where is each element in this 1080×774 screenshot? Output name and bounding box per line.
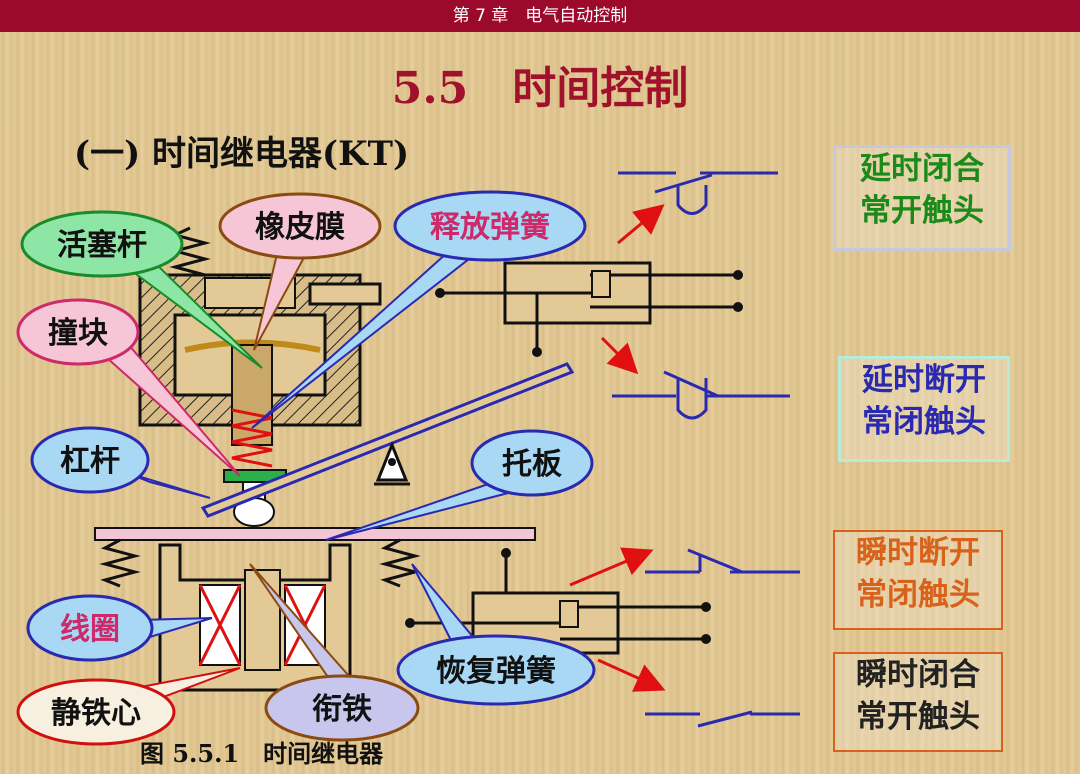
chapter-header: 第 7 章 电气自动控制 [0, 0, 1080, 32]
box-instant-close-no-line2: 常开触头 [856, 699, 980, 735]
lever-bar [200, 362, 575, 518]
bubble-return-spring [396, 634, 596, 706]
label-striker: 撞块 [48, 316, 108, 351]
box-delay-close-no: 延时闭合 常开触头 [833, 145, 1011, 251]
label-static-core: 静铁心 [51, 696, 141, 731]
bubble-piston-rod [20, 210, 184, 278]
release-spring-coil [231, 408, 273, 468]
symbol-delay-open-nc [612, 370, 790, 420]
box-instant-open-nc-line2: 常闭触头 [856, 577, 980, 613]
label-return-spring: 恢复弹簧 [436, 654, 556, 689]
box-delay-open-nc: 延时断开 常闭触头 [838, 356, 1010, 462]
bubble-static-core [16, 678, 176, 746]
page-title: 5.5 时间控制 [391, 63, 689, 114]
bubble-striker [16, 298, 140, 366]
box-delay-open-nc-line2: 常闭触头 [862, 404, 986, 440]
label-lever: 杠杆 [60, 444, 120, 479]
box-delay-open-nc-line1: 延时断开 [862, 362, 986, 398]
arrow-2 [600, 336, 639, 375]
box-delay-close-no-line1: 延时闭合 [860, 151, 984, 187]
box-instant-close-no-line1: 瞬时闭合 [856, 657, 980, 693]
box-delay-close-no-line2: 常开触头 [860, 193, 984, 229]
symbol-instant-open-nc [645, 548, 800, 574]
return-spring-right [379, 538, 421, 588]
arrow-3 [569, 547, 654, 587]
bubble-lever [30, 426, 150, 494]
bubble-coil [26, 594, 154, 662]
box-instant-close-no: 瞬时闭合 常开触头 [833, 652, 1003, 752]
arrow-4 [597, 658, 666, 692]
bubble-rubber-membrane [218, 192, 382, 260]
label-tray: 托板 [502, 447, 562, 482]
symbol-delay-close-no [618, 171, 778, 215]
return-spring-left [99, 538, 141, 588]
symbol-instant-close-no [645, 710, 800, 728]
bubble-armature [264, 674, 420, 742]
label-armature: 衔铁 [312, 692, 372, 727]
arrow-1 [617, 204, 665, 245]
box-instant-open-nc: 瞬时断开 常闭触头 [833, 530, 1003, 630]
label-piston-rod: 活塞杆 [57, 228, 147, 263]
bubble-release-spring [393, 190, 587, 262]
tray-plate [94, 527, 536, 541]
bubble-tray [470, 429, 594, 497]
label-release-spring: 释放弹簧 [430, 210, 550, 245]
section-subtitle: (一) 时间继电器(KT) [74, 134, 410, 174]
label-coil: 线圈 [60, 612, 120, 647]
figure-caption: 图 5.5.1 时间继电器 [140, 739, 384, 768]
label-rubber-membrane: 橡皮膜 [255, 210, 345, 245]
box-instant-open-nc-line1: 瞬时断开 [856, 535, 980, 571]
upper-switch-block [435, 261, 743, 357]
